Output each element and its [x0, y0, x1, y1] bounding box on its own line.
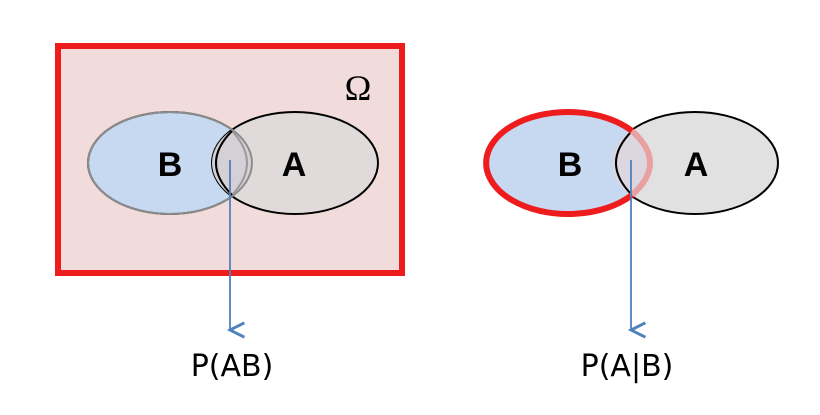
set-b-label: B — [158, 146, 183, 184]
universe-label: Ω — [345, 68, 372, 108]
set-b-outline-overlap — [629, 128, 653, 198]
conditional-probability-caption: P(A|B) — [581, 349, 674, 384]
set-a-left-arc — [615, 130, 633, 196]
set-a-left-arc — [215, 130, 233, 196]
set-a-label: A — [282, 146, 307, 184]
set-b-label: B — [558, 146, 583, 184]
joint-probability-caption: P(AB) — [191, 349, 274, 384]
set-b-inner-outline — [87, 111, 253, 215]
set-b-outline — [483, 109, 634, 217]
set-b-hidden-arc — [231, 130, 248, 196]
set-a-label: A — [684, 146, 709, 184]
set-b-ellipse — [488, 112, 652, 214]
right-venn-diagram: B A P(A|B) — [483, 109, 779, 384]
left-venn-diagram: Ω B A P(AB) — [55, 43, 405, 384]
